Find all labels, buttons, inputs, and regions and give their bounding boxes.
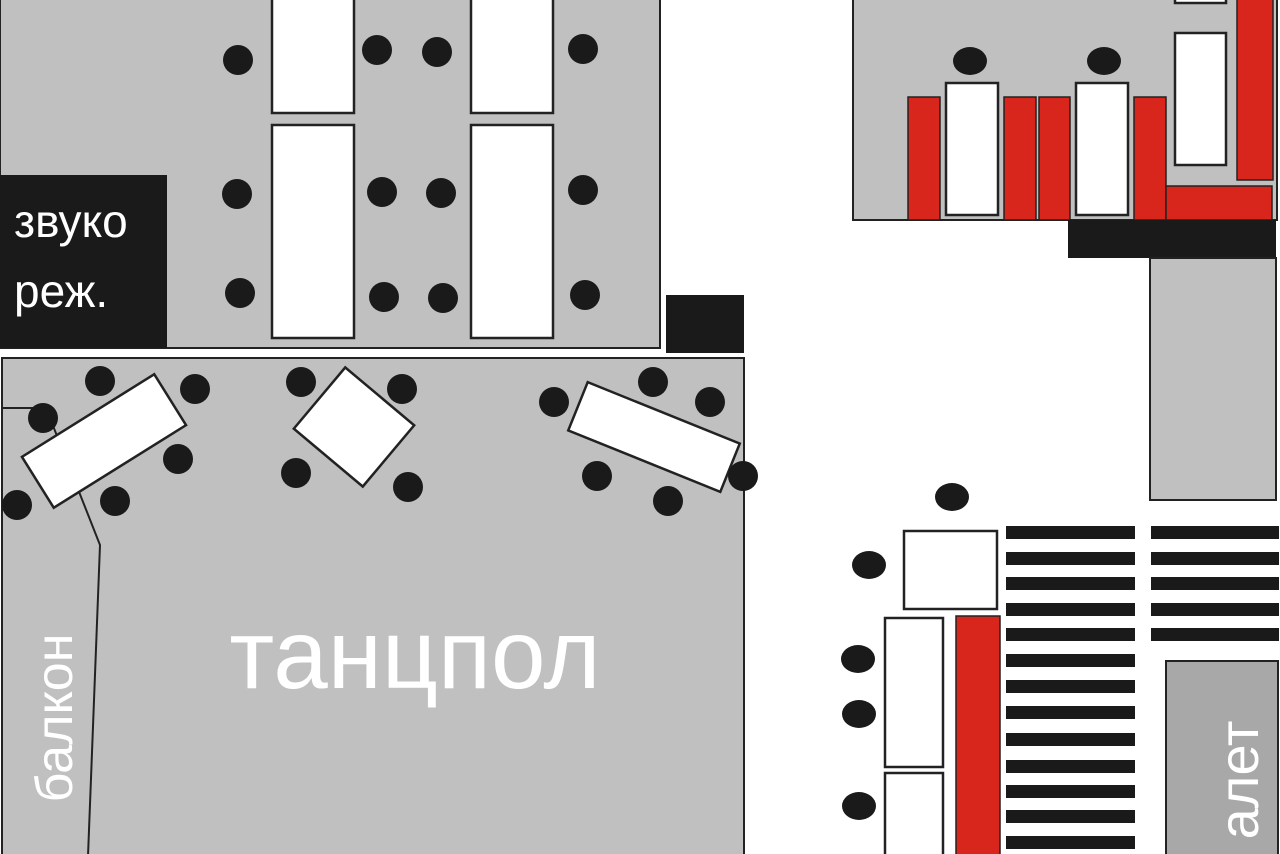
top-right-lounge xyxy=(852,0,1278,501)
chair[interactable] xyxy=(85,366,115,396)
dance-floor-label: танцпол xyxy=(229,599,600,709)
chair[interactable] xyxy=(1087,47,1121,75)
step xyxy=(1006,654,1135,667)
sound-booth xyxy=(0,175,167,348)
step xyxy=(1006,706,1135,719)
chair[interactable] xyxy=(281,458,311,488)
chair[interactable] xyxy=(568,34,598,64)
step xyxy=(1006,810,1135,823)
chair[interactable] xyxy=(638,367,668,397)
step xyxy=(1006,628,1135,641)
step xyxy=(1006,760,1135,773)
chair[interactable] xyxy=(428,283,458,313)
sound-booth-label-2: реж. xyxy=(14,265,108,317)
step xyxy=(1151,526,1279,539)
chair[interactable] xyxy=(695,387,725,417)
toilet-room xyxy=(1165,660,1279,854)
sofa[interactable] xyxy=(955,615,1001,854)
toilet-label: алет xyxy=(1207,721,1270,840)
sofa[interactable] xyxy=(907,96,941,221)
table[interactable] xyxy=(1074,81,1130,217)
chair[interactable] xyxy=(222,179,252,209)
corridor xyxy=(1149,257,1277,501)
chair[interactable] xyxy=(953,47,987,75)
step xyxy=(1006,552,1135,565)
step xyxy=(1006,526,1135,539)
chair[interactable] xyxy=(28,403,58,433)
chair[interactable] xyxy=(180,374,210,404)
chair[interactable] xyxy=(163,444,193,474)
table[interactable] xyxy=(270,123,356,340)
chair[interactable] xyxy=(393,472,423,502)
table[interactable] xyxy=(20,372,188,510)
chair[interactable] xyxy=(539,387,569,417)
chair[interactable] xyxy=(367,177,397,207)
step xyxy=(1151,603,1279,616)
step xyxy=(1006,680,1135,693)
bottom-right-area: алет xyxy=(841,483,1279,854)
step xyxy=(1006,603,1135,616)
chair[interactable] xyxy=(426,178,456,208)
sofa[interactable] xyxy=(1133,96,1167,221)
chair[interactable] xyxy=(422,37,452,67)
chair[interactable] xyxy=(570,280,600,310)
chair[interactable] xyxy=(387,374,417,404)
table[interactable] xyxy=(902,529,999,611)
chair[interactable] xyxy=(362,35,392,65)
sofa[interactable] xyxy=(1038,96,1071,221)
step xyxy=(1006,733,1135,746)
step xyxy=(1006,785,1135,798)
chair[interactable] xyxy=(223,45,253,75)
black-block xyxy=(666,295,744,353)
table[interactable] xyxy=(270,0,356,115)
balcony-label: балкон xyxy=(26,634,84,803)
step xyxy=(1151,577,1279,590)
chair[interactable] xyxy=(842,700,876,728)
table[interactable] xyxy=(469,123,555,340)
chair[interactable] xyxy=(935,483,969,511)
step xyxy=(1006,836,1135,849)
dance-hall: балкон танцпол xyxy=(1,357,758,854)
chair[interactable] xyxy=(286,367,316,397)
bar-counter xyxy=(1068,220,1276,258)
step xyxy=(1151,552,1279,565)
sofa[interactable] xyxy=(1236,0,1274,181)
chair[interactable] xyxy=(852,551,886,579)
chair[interactable] xyxy=(728,461,758,491)
chair[interactable] xyxy=(100,486,130,516)
step xyxy=(1151,628,1279,641)
table[interactable] xyxy=(292,365,416,489)
chair[interactable] xyxy=(225,278,255,308)
chair[interactable] xyxy=(2,490,32,520)
chair[interactable] xyxy=(582,461,612,491)
table[interactable] xyxy=(469,0,555,115)
sound-booth-label-1: звуко xyxy=(14,195,128,247)
table[interactable] xyxy=(1173,0,1228,5)
chair[interactable] xyxy=(842,792,876,820)
table[interactable] xyxy=(883,616,945,769)
sofa[interactable] xyxy=(1165,185,1273,221)
table[interactable] xyxy=(883,771,945,854)
top-left-hall: звуко реж. xyxy=(0,0,661,349)
table[interactable] xyxy=(566,380,742,494)
table[interactable] xyxy=(944,81,1000,217)
chair[interactable] xyxy=(568,175,598,205)
chair[interactable] xyxy=(841,645,875,673)
step xyxy=(1006,577,1135,590)
table[interactable] xyxy=(1173,31,1228,167)
sofa[interactable] xyxy=(1003,96,1037,221)
chair[interactable] xyxy=(653,486,683,516)
chair[interactable] xyxy=(369,282,399,312)
